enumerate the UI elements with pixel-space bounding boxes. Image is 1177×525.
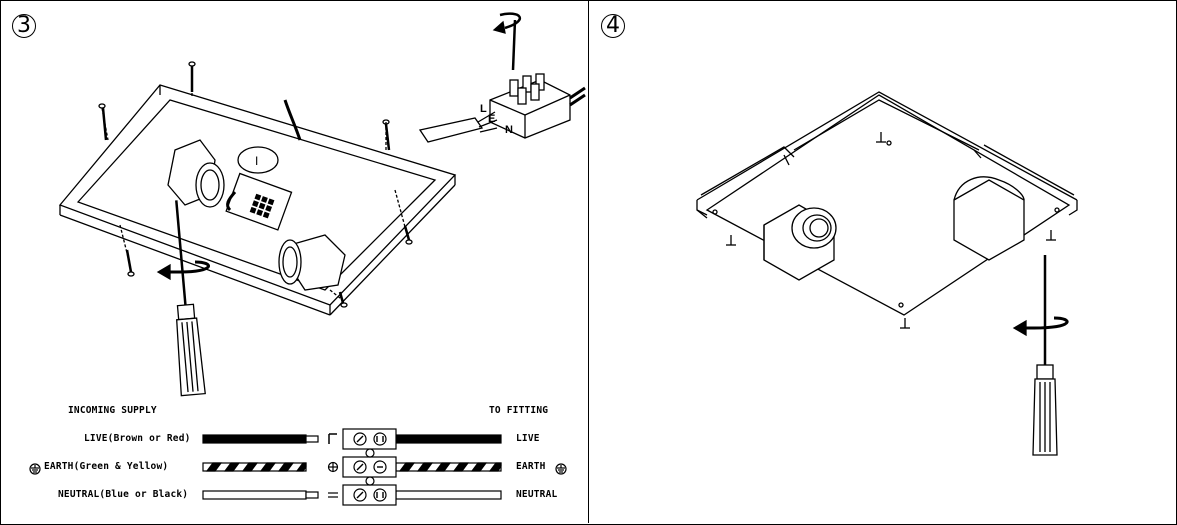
supply-cable xyxy=(283,99,302,141)
block-letter-l: L xyxy=(480,103,487,115)
plate-mark xyxy=(237,146,279,174)
step-number: 4 xyxy=(601,14,625,38)
lamp-housing-left xyxy=(763,204,837,281)
top-screwdriver xyxy=(492,12,521,71)
incoming-cable xyxy=(418,117,484,143)
screwdriver xyxy=(175,200,206,397)
earth-incoming-label: EARTH(Green & Yellow) xyxy=(44,461,169,472)
screws xyxy=(98,61,413,308)
to-fitting-header: TO FITTING xyxy=(489,405,549,416)
back-plate-inner xyxy=(76,99,437,291)
terminal-connectors xyxy=(342,428,397,506)
neutral-incoming-label: NEUTRAL(Blue or Black) xyxy=(58,489,189,500)
earth-symbol-left xyxy=(29,463,41,475)
screwdriver xyxy=(1032,255,1058,456)
block-letter-e: E xyxy=(488,113,495,125)
step-3-illustration: L E N I xyxy=(29,12,586,506)
step-number: 3 xyxy=(12,14,36,38)
rotation-arrow xyxy=(1021,316,1069,330)
live-fitting-label: LIVE xyxy=(516,433,540,444)
step-4-panel: 4 xyxy=(589,0,1175,523)
plate-mark-text: I xyxy=(255,154,258,168)
live-wire-out xyxy=(395,434,502,444)
neutral-wire-out xyxy=(395,490,502,500)
connector-block-top xyxy=(489,73,586,139)
neutral-wire-in xyxy=(202,490,307,500)
wiring-diagram xyxy=(29,428,567,506)
step-3-panel: 3 xyxy=(0,0,589,523)
earth-symbol-right xyxy=(555,463,567,475)
neutral-fitting-label: NEUTRAL xyxy=(516,489,558,500)
live-wire-in xyxy=(202,434,307,444)
live-incoming-label: LIVE(Brown or Red) xyxy=(84,433,191,444)
earth-fitting-label: EARTH xyxy=(516,461,546,472)
corner-screw-marks xyxy=(726,132,1056,329)
block-letter-n: N xyxy=(505,124,513,136)
incoming-supply-header: INCOMING SUPPLY xyxy=(68,405,157,416)
step-4-illustration xyxy=(696,91,1078,456)
lamp-housing-right xyxy=(953,176,1025,261)
rotation-arrow xyxy=(165,260,210,274)
